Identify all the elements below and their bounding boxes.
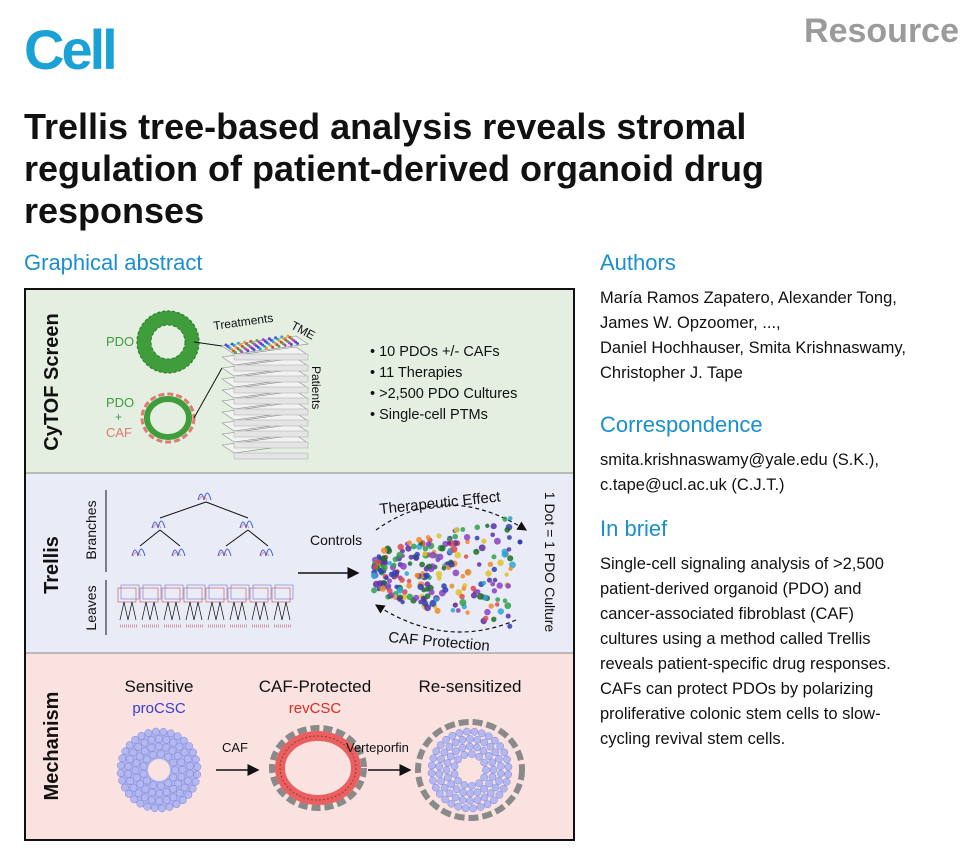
in-brief-line: cultures using a method called Trellis — [600, 630, 871, 648]
in-brief-line: CAFs can protect PDOs by polarizing — [600, 680, 874, 698]
in-brief-heading: In brief — [600, 516, 668, 541]
author-line: Daniel Hochhauser, Smita Krishnaswamy, — [600, 339, 906, 357]
in-brief-line: cancer-associated fibroblast (CAF) — [600, 605, 855, 623]
journal-logo: Cell — [24, 18, 118, 81]
resensitized-organoid — [415, 719, 525, 821]
bullet-item: • Single-cell PTMs — [370, 407, 488, 423]
in-brief-line: proliferative colonic stem cells to slow… — [600, 705, 881, 723]
in-brief-line: cycling revival stem cells. — [600, 730, 786, 748]
dot-legend-label: 1 Dot = 1 PDO Culture — [542, 492, 558, 633]
authors-heading: Authors — [600, 250, 676, 275]
article-type-label: Resource — [804, 12, 959, 50]
author-line: María Ramos Zapatero, Alexander Tong, — [600, 289, 897, 307]
correspondence-email[interactable]: smita.krishnaswamy@yale.edu (S.K.), — [600, 451, 880, 469]
title-line: responses — [24, 190, 205, 231]
correspondence-section: Correspondence smita.krishnaswamy@yale.e… — [600, 412, 965, 498]
graphical-abstract-heading: Graphical abstract — [24, 250, 203, 275]
pdo-caf-label-pdo: PDO — [106, 395, 134, 410]
pdo-organoid-icon — [136, 310, 200, 374]
branches-label: Branches — [83, 500, 99, 559]
authors-section: Authors María Ramos Zapatero, Alexander … — [600, 250, 965, 386]
procsc-label: proCSC — [132, 700, 186, 717]
pdo-caf-label-plus: + — [115, 410, 122, 424]
caf-arrow-label: CAF — [222, 740, 248, 755]
revcsc-label: revCSC — [289, 700, 342, 717]
pdo-caf-label-caf: CAF — [106, 425, 132, 440]
caf-protected-label: CAF-Protected — [259, 677, 371, 696]
graphical-abstract-figure: CyTOF Screen PDO PDO + CAF Treatments TM… — [24, 288, 575, 841]
correspondence-email[interactable]: c.tape@ucl.ac.uk (C.J.T.) — [600, 476, 785, 494]
bullet-item: • 11 Therapies — [370, 365, 462, 381]
correspondence-heading: Correspondence — [600, 412, 763, 437]
article-title: Trellis tree-based analysis reveals stro… — [24, 106, 824, 232]
graphical-abstract-svg: CyTOF Screen PDO PDO + CAF Treatments TM… — [26, 290, 573, 839]
resensitized-label: Re-sensitized — [419, 677, 522, 696]
screen-bullets: • 10 PDOs +/- CAFs • 11 Therapies • >2,5… — [370, 344, 517, 423]
stack-patients-label: Patients — [309, 366, 323, 409]
in-brief-line: reveals patient-specific drug responses. — [600, 655, 891, 673]
in-brief-line: Single-cell signaling analysis of >2,500 — [600, 555, 884, 573]
controls-label: Controls — [310, 532, 362, 548]
author-line: Christopher J. Tape — [600, 364, 743, 382]
title-line: regulation of patient-derived organoid d… — [24, 148, 765, 189]
bullet-item: • >2,500 PDO Cultures — [370, 386, 517, 402]
panel-label-trellis: Trellis — [41, 536, 63, 594]
author-line: James W. Opzoomer, ..., — [600, 314, 781, 332]
in-brief-section: In brief Single-cell signaling analysis … — [600, 516, 965, 752]
plate-stack — [221, 334, 309, 460]
panel-label-cytof: CyTOF Screen — [41, 313, 63, 450]
phate-scatter — [370, 516, 523, 629]
sensitive-organoid — [116, 727, 202, 813]
bullet-item: • 10 PDOs +/- CAFs — [370, 344, 500, 360]
caf-protected-organoid — [269, 725, 367, 811]
title-line: Trellis tree-based analysis reveals stro… — [24, 106, 747, 147]
in-brief-line: patient-derived organoid (PDO) and — [600, 580, 862, 598]
panel-label-mechanism: Mechanism — [41, 692, 63, 801]
verteporfin-arrow-label: Verteporfin — [346, 740, 409, 755]
sensitive-label: Sensitive — [125, 677, 194, 696]
pdo-label: PDO — [106, 334, 134, 349]
trellis-tree — [117, 492, 294, 628]
leaves-label: Leaves — [83, 585, 99, 630]
